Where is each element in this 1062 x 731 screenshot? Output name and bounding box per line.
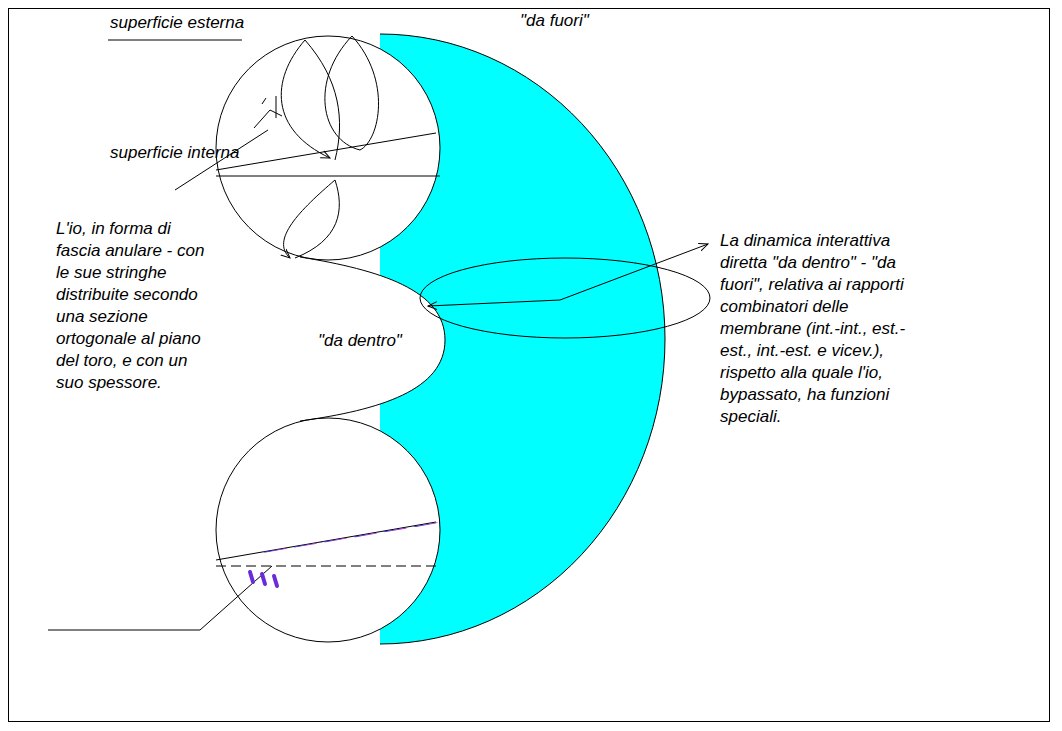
string-dash (325, 536, 345, 539)
string-dash (295, 542, 315, 545)
string-dash (344, 168, 362, 173)
string-dash (250, 572, 253, 582)
string-dash (265, 547, 285, 550)
string-dash (400, 168, 418, 173)
region-label: "da fuori" (520, 10, 640, 32)
string-dash (418, 556, 432, 561)
string-dash (262, 574, 265, 584)
string-dash (350, 139, 368, 142)
string-dash (395, 134, 415, 137)
string-dash (320, 537, 340, 540)
string-dash (416, 520, 436, 523)
string-dash (410, 130, 428, 133)
string-dash (274, 576, 277, 586)
string-dash (232, 168, 250, 173)
string-dash (425, 129, 445, 132)
string-dash (385, 526, 405, 529)
string-dash (384, 526, 404, 529)
string-dash (355, 531, 375, 534)
surface-label: superficie esterna (110, 12, 250, 34)
string-dash (245, 158, 265, 161)
string-dash (260, 168, 278, 173)
string-dash (275, 153, 295, 156)
string-dash (365, 139, 385, 142)
surface-label: superficie interna (110, 142, 260, 164)
string-dash (386, 133, 406, 136)
string-dash (298, 556, 312, 561)
string-dash (268, 556, 282, 561)
string-dash (360, 529, 380, 532)
string-dash (428, 168, 446, 173)
region-label: "da dentro" (318, 330, 428, 352)
string-dash (390, 524, 410, 527)
string-dash (415, 521, 435, 524)
note-text: La dinamica interattiva diretta "da dent… (720, 230, 910, 428)
string-dash (290, 149, 310, 152)
string-dash (352, 531, 372, 534)
string-dash (238, 556, 252, 561)
string-dash (388, 556, 402, 561)
string-dash (316, 168, 334, 173)
string-dash (288, 168, 306, 173)
string-dash (372, 168, 390, 173)
string-dash (380, 134, 398, 137)
string-dash (328, 556, 342, 561)
string-dash (418, 128, 438, 131)
note-text: L'io, in forma di fascia anulare - con l… (56, 218, 206, 394)
string-dash (358, 556, 372, 561)
string-dash (322, 144, 342, 147)
string-dash (420, 518, 440, 521)
string-dash (354, 139, 374, 142)
